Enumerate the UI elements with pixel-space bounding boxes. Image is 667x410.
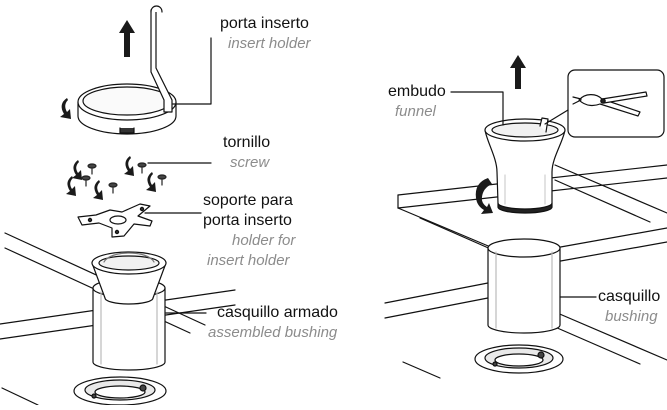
insert-holder-label-en: insert holder — [228, 35, 311, 52]
rotation-arrows-screws — [66, 156, 156, 200]
insert-holder-shape — [77, 5, 177, 135]
holder-support-label-es-line2: porta inserto — [203, 212, 292, 229]
left-bottom-ring — [73, 376, 167, 406]
holder-support-label-en-line1: holder for — [232, 232, 296, 249]
right-bottom-ring — [474, 344, 564, 374]
screws-group — [81, 162, 167, 194]
assembled-bushing-label-en: assembled bushing — [208, 324, 338, 341]
insert-holder-label-es: porta inserto — [220, 15, 309, 32]
funnel-label-es: embudo — [388, 83, 446, 100]
left-leader-lines — [144, 37, 212, 314]
screw-label-es: tornillo — [223, 134, 271, 151]
funnel-label-en: funnel — [395, 103, 436, 120]
pliers-callout — [544, 69, 665, 138]
arrows-insert-holder — [60, 20, 135, 119]
bushing-shape — [487, 238, 561, 334]
bushing-label-es: casquillo — [598, 288, 661, 305]
assembled-bushing-label-es: casquillo armado — [217, 304, 338, 321]
arrows-funnel — [475, 55, 526, 214]
holder-support-label-en-line2: insert holder — [207, 252, 290, 269]
holder-support-label-es-line1: soporte para — [203, 192, 293, 209]
holder-support-cup-shape — [91, 251, 167, 305]
holder-support-bracket-shape — [77, 203, 153, 238]
bushing-label-en: bushing — [605, 308, 658, 325]
screw-label-en: screw — [230, 154, 270, 171]
funnel-shape — [484, 117, 566, 214]
right-leader-lines — [450, 91, 597, 298]
